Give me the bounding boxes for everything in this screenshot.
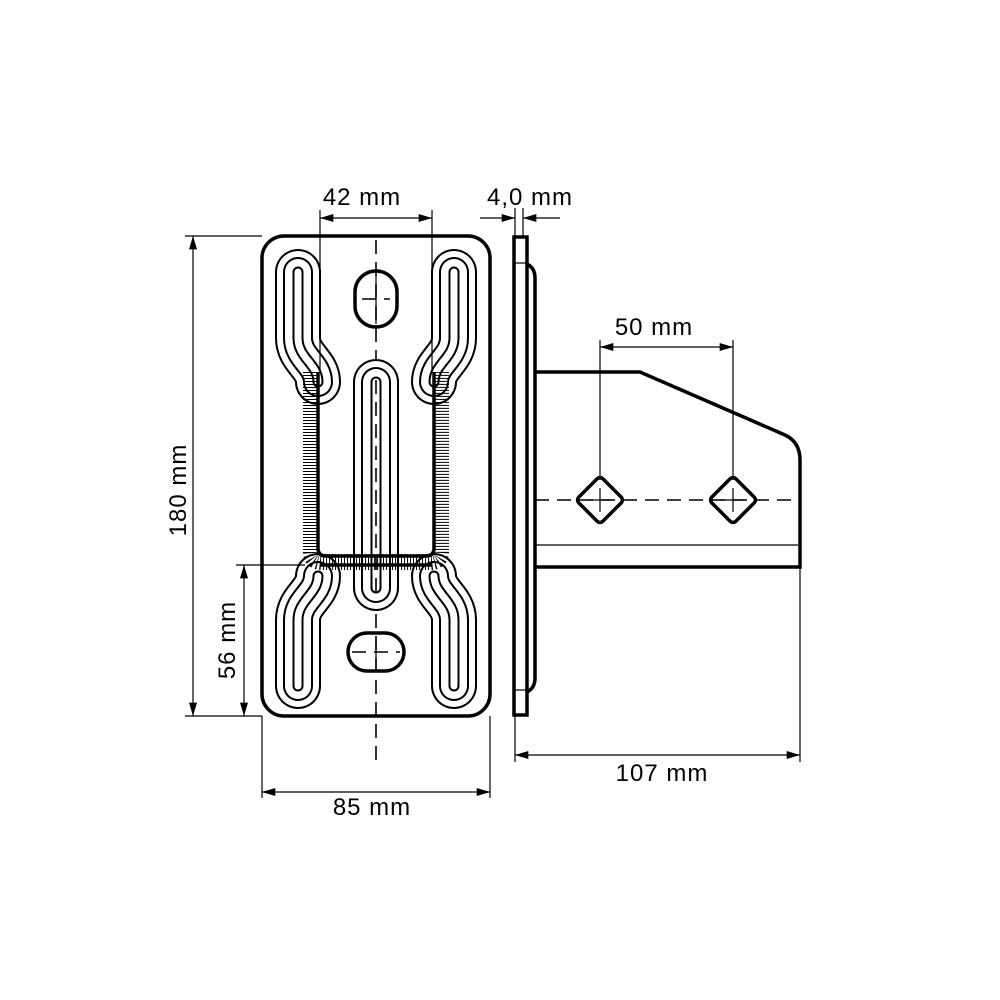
dimension-4: 4,0 mm	[480, 184, 573, 237]
dimension-85: 85 mm	[261, 716, 491, 821]
dimension-label: 85 mm	[333, 794, 411, 821]
dimension-label: 180 mm	[165, 444, 192, 537]
emboss-side	[526, 262, 537, 694]
dimension-label: 56 mm	[214, 601, 241, 679]
mounting-hole-top	[353, 269, 399, 329]
mounting-hole-bottom	[346, 631, 406, 673]
front-view	[260, 234, 492, 760]
dimension-107: 107 mm	[514, 567, 801, 787]
side-view	[512, 235, 802, 717]
dimension-56: 56 mm	[214, 564, 305, 717]
dimension-label: 107 mm	[616, 760, 709, 787]
plate-side	[512, 235, 529, 717]
dimension-label: 50 mm	[615, 314, 693, 341]
dimension-label: 4,0 mm	[487, 184, 573, 211]
dimension-180: 180 mm	[165, 235, 262, 717]
square-hole-1	[575, 475, 625, 525]
bracket-arm	[535, 370, 802, 569]
square-hole-2	[708, 475, 758, 525]
dimension-42: 42 mm	[319, 184, 433, 372]
dimension-label: 42 mm	[323, 184, 401, 211]
dimension-50: 50 mm	[599, 314, 734, 480]
